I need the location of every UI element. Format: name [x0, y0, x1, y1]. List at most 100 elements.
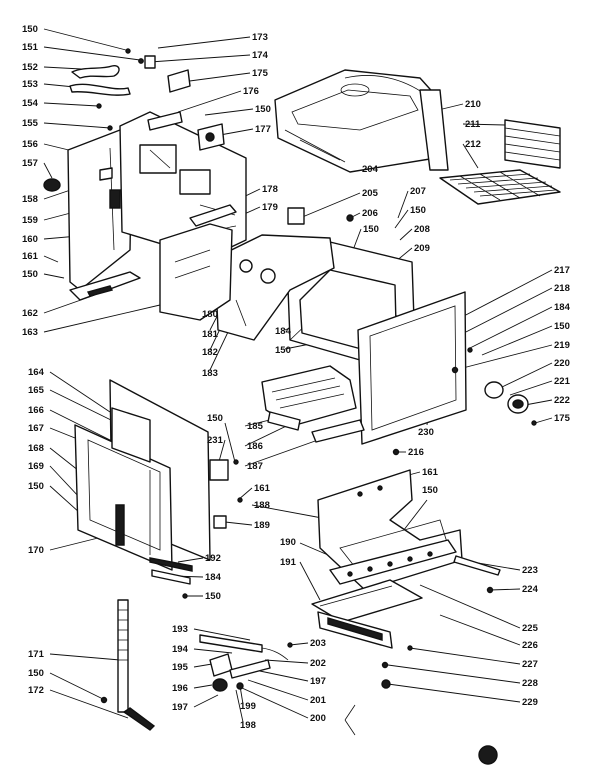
part-rear-panel-163: [159, 223, 233, 321]
part-number-label: 216: [408, 447, 424, 458]
part-number-label: 222: [554, 395, 570, 406]
part-number-label: 212: [465, 139, 481, 150]
part-number-label: 224: [522, 584, 539, 595]
part-number-label: 188: [254, 500, 270, 511]
part-number-label: 197: [172, 702, 188, 713]
part-number-label: 199: [240, 701, 256, 712]
part-number-label: 150: [554, 321, 570, 332]
part-number-label: 167: [28, 423, 44, 434]
part-number-label: 211: [465, 119, 481, 130]
part-bottom-bracket-162: [69, 271, 141, 301]
part-switch-bracket-176: [147, 111, 183, 131]
part-number-label: 182: [202, 347, 218, 358]
part-number-label: 166: [28, 405, 44, 416]
part-oven-back-frame-180-183: [214, 234, 335, 341]
part-number-label: 169: [28, 461, 44, 472]
part-number-label: 208: [414, 224, 430, 235]
part-number-label: 194: [172, 644, 189, 655]
part-door-hinge-192-184: [149, 557, 193, 599]
part-number-label: 150: [207, 413, 223, 424]
part-number-label: 221: [554, 376, 571, 387]
part-number-label: 202: [310, 658, 326, 669]
part-number-label: 193: [172, 624, 188, 635]
part-number-label: 161: [22, 251, 39, 262]
part-number-label: 180: [202, 309, 218, 320]
part-drawer-slide-171-172: [100, 599, 156, 731]
part-number-label: 178: [262, 184, 278, 195]
part-number-label: 210: [465, 99, 481, 110]
part-number-label: 228: [522, 678, 538, 689]
part-number-label: 163: [22, 327, 38, 338]
part-number-label: 150: [410, 205, 426, 216]
part-number-label: 217: [554, 265, 570, 276]
part-number-label: 150: [28, 668, 44, 679]
part-hinge-pieces-230-231: [209, 459, 243, 529]
part-number-label: 153: [22, 79, 38, 90]
part-screws-223-229: [381, 586, 494, 689]
part-number-label: 231: [207, 435, 224, 446]
part-number-label: 200: [310, 713, 326, 724]
part-number-label: 150: [363, 224, 379, 235]
part-drawer-front-187: [311, 419, 400, 456]
part-number-label: 152: [22, 62, 38, 73]
part-number-label: 160: [22, 234, 38, 245]
part-number-label: 183: [202, 368, 218, 379]
part-number-label: 174: [252, 50, 269, 61]
part-number-label: 186: [247, 441, 263, 452]
part-number-label: 162: [22, 308, 38, 319]
part-number-label: 179: [262, 202, 278, 213]
part-oven-rack-211: [504, 119, 561, 169]
part-number-label: 154: [22, 98, 39, 109]
part-broiler-rack-212: [439, 169, 561, 205]
part-number-label: 196: [172, 683, 188, 694]
part-number-label: 150: [422, 485, 438, 496]
part-number-label: 181: [202, 329, 219, 340]
part-kick-panel-226: [317, 611, 393, 649]
part-number-labels: 1501511521531541551561571581591601611501…: [22, 24, 571, 731]
part-burner-box-205: [287, 207, 354, 225]
part-number-label: 191: [280, 557, 297, 568]
part-number-label: 207: [410, 186, 426, 197]
part-number-label: 161: [254, 483, 271, 494]
part-number-label: 226: [522, 640, 538, 651]
part-number-label: 150: [22, 269, 38, 280]
part-number-label: 177: [255, 124, 271, 135]
part-number-label: 150: [275, 345, 291, 356]
part-number-label: 157: [22, 158, 38, 169]
part-number-label: 150: [205, 591, 221, 602]
part-number-label: 156: [22, 139, 38, 150]
part-small-screws-top-left: [96, 48, 144, 131]
part-number-label: 218: [554, 283, 570, 294]
part-front-frame-217-218: [357, 291, 473, 445]
part-number-label: 151: [22, 42, 39, 53]
part-number-label: 172: [28, 685, 44, 696]
part-cooktop-204: [274, 69, 439, 173]
part-oven-door-164-170: [74, 379, 211, 571]
part-number-label: 225: [522, 623, 539, 634]
part-number-label: 184: [554, 302, 571, 313]
part-number-label: 192: [205, 553, 221, 564]
part-control-panel-155-160: [119, 111, 247, 259]
part-number-label: 171: [28, 649, 45, 660]
part-number-label: 159: [22, 215, 38, 226]
part-number-label: 165: [28, 385, 45, 396]
part-number-label: 150: [28, 481, 44, 492]
part-bracket-174-175: [144, 55, 191, 93]
part-number-label: 204: [362, 164, 379, 175]
part-number-label: 187: [247, 461, 263, 472]
part-number-label: 201: [310, 695, 327, 706]
part-number-label: 189: [254, 520, 270, 531]
part-number-label: 175: [554, 413, 571, 424]
part-number-label: 185: [247, 421, 264, 432]
part-number-label: 184: [275, 326, 292, 337]
part-number-label: 164: [28, 367, 45, 378]
part-number-label: 219: [554, 340, 570, 351]
part-number-label: 168: [28, 443, 44, 454]
part-number-label: 170: [28, 545, 44, 556]
part-wire-harness-152-153: [69, 64, 131, 96]
part-side-trim-210: [419, 89, 449, 171]
part-number-label: 158: [22, 194, 38, 205]
part-burner-valve-assembly-190: [329, 539, 501, 585]
